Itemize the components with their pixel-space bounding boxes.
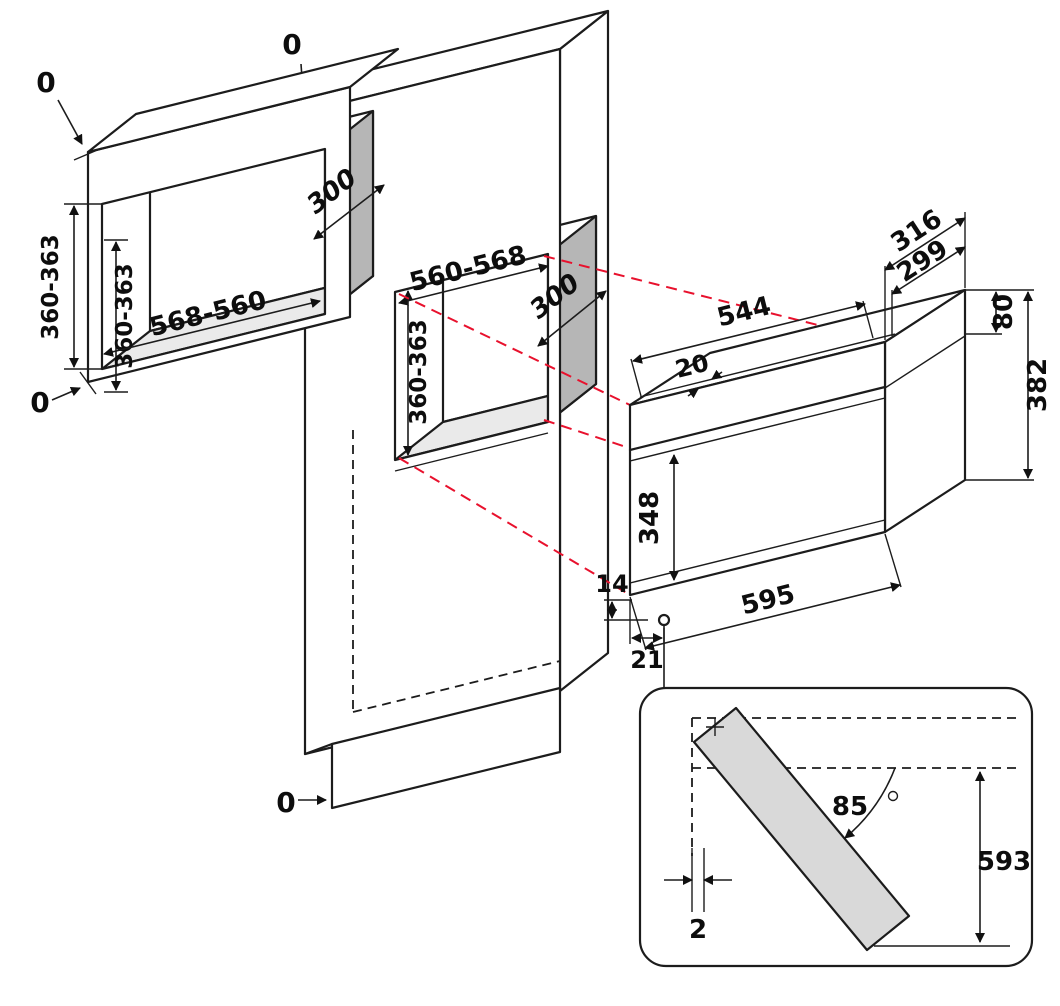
detail-open-door-panel — [692, 706, 911, 952]
tall-cabinet-plinth — [330, 686, 562, 810]
wall-niche-height-front-label: 360-363 — [38, 234, 64, 340]
appliance-top-section-height-dim: 80 — [965, 289, 1034, 335]
hinge-cross-mark — [706, 718, 724, 736]
wall-top-gap-dim: 0 — [36, 66, 103, 161]
appliance-drawing: 544 20 316 299 80 382 — [595, 204, 1053, 687]
appliance-hinge-horizontal-dim: 21 — [629, 600, 665, 674]
wall-niche-height-front-dim: 360-363 — [38, 203, 102, 370]
projection-line-top-left — [398, 293, 631, 406]
projection-line-bottom-right — [543, 419, 886, 533]
appliance-hinge-horizontal-label: 21 — [630, 646, 663, 674]
appliance-hinge-vertical-label: 14 — [595, 570, 628, 598]
appliance-door-top-gap — [629, 397, 886, 462]
tall-niche-height-label: 360-363 — [406, 319, 432, 425]
appliance-top-section-height-label: 80 — [989, 294, 1019, 330]
door-swing-detail: 85 593 2 — [638, 686, 1034, 968]
wall-cabinet-drawing: 0 0 360-363 360-363 568-560 300 — [30, 47, 400, 419]
wall-cabinet-top-face — [86, 47, 400, 154]
appliance-door-handle — [628, 385, 887, 452]
appliance-total-height-label: 382 — [1023, 358, 1053, 412]
tall-niche-floor-edge — [394, 432, 549, 472]
appliance-door-height-dim: 348 — [635, 454, 679, 581]
hinge-hole — [657, 613, 671, 627]
degree-symbol — [887, 790, 899, 802]
appliance-side-seam — [884, 335, 966, 389]
tall-niche-height-dim: 360-363 — [403, 290, 432, 456]
detail-door-height-dim: 593 — [874, 771, 1031, 947]
door-angle-label: 85 — [832, 792, 868, 822]
appliance-total-width-label: 595 — [738, 579, 798, 621]
appliance-door-height-label: 348 — [635, 491, 665, 545]
tall-cabinet-underside-edge — [303, 742, 334, 756]
tall-top-gap-label: 0 — [282, 28, 301, 61]
tall-bottom-gap-dim: 0 — [276, 786, 327, 819]
wall-bottom-gap-dim: 0 — [30, 371, 97, 419]
detail-clearance-dim: 2 — [664, 848, 732, 945]
detail-door-height-label: 593 — [977, 847, 1031, 877]
detail-clearance-label: 2 — [689, 915, 707, 945]
door-angle-arc — [844, 767, 896, 839]
wall-niche-height-back-label: 360-363 — [112, 263, 138, 369]
wall-bottom-gap-label: 0 — [30, 386, 49, 419]
appliance-top-width-label: 544 — [714, 291, 774, 333]
appliance-top-width-dim: 544 — [630, 291, 874, 397]
appliance-total-height-dim: 382 — [965, 291, 1053, 481]
wall-top-gap-label: 0 — [36, 66, 55, 99]
appliance-hinge-vertical-dim: 14 — [595, 570, 648, 621]
tall-hidden-edge-bottom — [352, 660, 561, 713]
tall-bottom-gap-label: 0 — [276, 786, 295, 819]
projection-line-bottom-left — [398, 457, 631, 596]
